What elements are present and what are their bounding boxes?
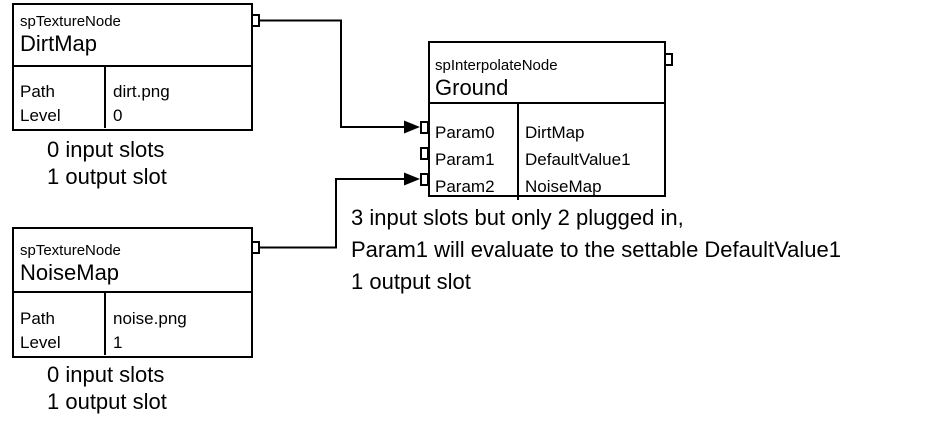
ground-input-slot-param1: [420, 147, 429, 160]
node-title: DirtMap: [20, 31, 98, 56]
node-noisemap: spTextureNode NoiseMap Path Level noise.…: [12, 227, 253, 358]
parameter-key: Param0: [435, 123, 495, 142]
note-line: 0 input slots: [47, 362, 165, 387]
property-key: Level: [20, 333, 61, 352]
node-ground-header: spInterpolateNode Ground: [430, 43, 664, 104]
property-values: noise.png 1: [106, 293, 251, 355]
ground-output-slot: [664, 53, 673, 66]
dirtmap-output-slot: [251, 14, 260, 27]
node-ground: spInterpolateNode Ground Param0 Param1 P…: [428, 41, 666, 200]
note-line: 1 output slot: [47, 164, 167, 189]
property-key: Path: [20, 82, 55, 101]
note-line: 1 output slot: [351, 269, 471, 294]
note-line: 0 input slots: [47, 137, 165, 162]
node-type-label: spTextureNode: [20, 13, 121, 30]
node-title: Ground: [435, 75, 509, 100]
arrowhead-icon: [404, 120, 420, 134]
parameter-values: DirtMap DefaultValue1 NoiseMap: [519, 104, 664, 200]
arrowhead-icon: [404, 172, 420, 186]
property-value: noise.png: [113, 309, 187, 328]
parameter-value: DefaultValue1: [525, 150, 631, 169]
dirtmap-slots-note: 0 input slots 1 output slot: [47, 136, 167, 190]
property-key: Level: [20, 106, 61, 125]
ground-slots-note: 3 input slots but only 2 plugged in, Par…: [351, 202, 841, 298]
node-dirtmap-properties: Path Level dirt.png 0: [14, 67, 251, 128]
node-noisemap-properties: Path Level noise.png 1: [14, 293, 251, 355]
noisemap-output-slot: [251, 241, 260, 254]
property-value: 1: [113, 333, 123, 352]
node-title: NoiseMap: [20, 260, 120, 285]
node-dirtmap: spTextureNode DirtMap Path Level dirt.pn…: [12, 3, 253, 131]
noisemap-slots-note: 0 input slots 1 output slot: [47, 361, 167, 415]
property-keys: Path Level: [14, 293, 106, 355]
parameter-keys: Param0 Param1 Param2: [430, 104, 519, 200]
node-type-label: spInterpolateNode: [435, 57, 558, 74]
node-dirtmap-header: spTextureNode DirtMap: [14, 5, 251, 67]
ground-input-slot-param2: [420, 173, 429, 186]
note-line: 3 input slots but only 2 plugged in,: [351, 205, 684, 230]
property-keys: Path Level: [14, 67, 106, 128]
property-values: dirt.png 0: [106, 67, 251, 128]
wire-dirtmap-to-param0: [260, 19, 405, 128]
node-ground-parameters: Param0 Param1 Param2 DirtMap DefaultValu…: [430, 104, 664, 200]
ground-input-slot-param0: [420, 121, 429, 134]
parameter-key: Param2: [435, 177, 495, 196]
parameter-value: DirtMap: [525, 123, 585, 142]
node-type-label: spTextureNode: [20, 242, 121, 259]
property-key: Path: [20, 309, 55, 328]
property-value: dirt.png: [113, 82, 170, 101]
parameter-key: Param1: [435, 150, 495, 169]
property-value: 0: [113, 106, 123, 125]
wire-noisemap-to-param2: [260, 178, 405, 249]
note-line: 1 output slot: [47, 389, 167, 414]
parameter-value: NoiseMap: [525, 177, 602, 196]
note-line: Param1 will evaluate to the settable Def…: [351, 237, 841, 262]
node-noisemap-header: spTextureNode NoiseMap: [14, 229, 251, 293]
